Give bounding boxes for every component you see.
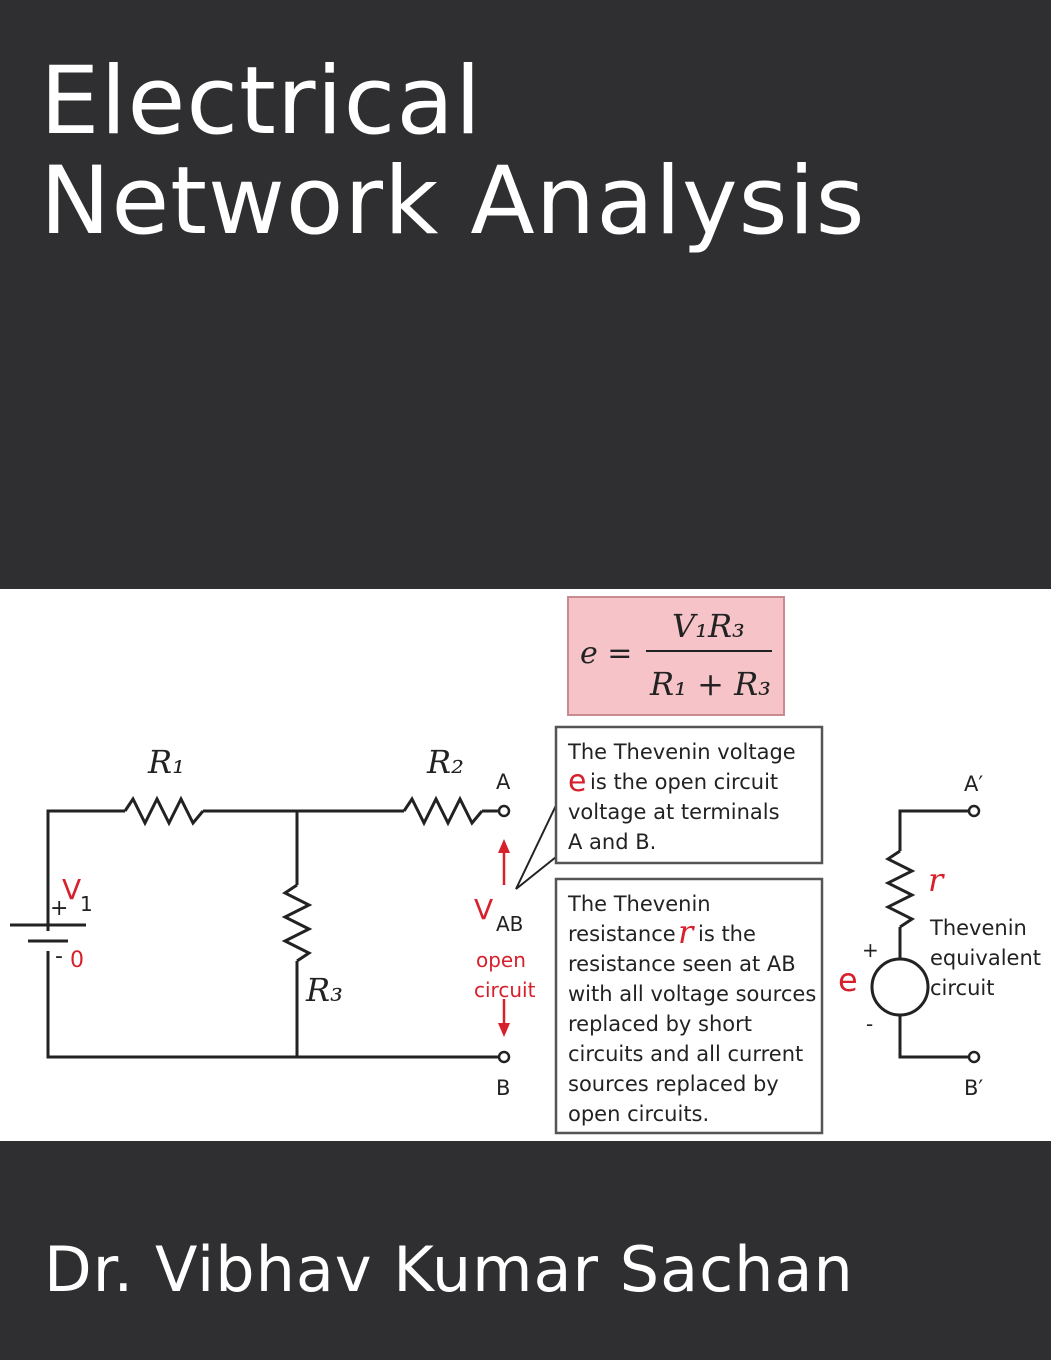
label-b-prime: B′ (964, 1076, 983, 1100)
callout-resistance-r: r (678, 913, 695, 951)
label-source-v-sub: 1 (80, 892, 93, 916)
callout-resistance-line2a: resistance (568, 922, 676, 946)
eq-resistor-r (884, 849, 916, 929)
formula-numerator: V₁R₃ (672, 607, 745, 645)
callout-resistance-line8: open circuits. (568, 1102, 709, 1126)
eq-wire-top (898, 809, 972, 851)
callout-voltage-box (554, 725, 824, 865)
title-line-2: Network Analysis (40, 147, 866, 256)
wire-left-top (46, 809, 125, 931)
label-thevenin: Thevenin (929, 916, 1027, 940)
label-source-plus: + (50, 896, 68, 921)
callout-resistance-line2b: is the (698, 922, 756, 946)
callout-resistance-line3: resistance seen at AB (568, 952, 796, 976)
label-source-zero: 0 (70, 948, 84, 973)
callout-resistance-line7: sources replaced by (568, 1072, 779, 1096)
vab-arrows (498, 839, 510, 1037)
terminal-b-node (497, 1050, 511, 1064)
label-open: open (476, 948, 526, 972)
resistor-r3 (281, 883, 313, 963)
callout-voltage-line3: voltage at terminals (568, 800, 780, 824)
formula-lhs: e = (580, 636, 632, 671)
label-source-v: V (62, 873, 81, 906)
callout-resistance-line1: The Thevenin (567, 892, 711, 916)
label-vab: V (474, 893, 493, 926)
label-r-small: r (928, 861, 945, 899)
eq-voltage-source (870, 957, 930, 1017)
main-circuit (10, 795, 500, 1059)
callout-voltage-line2: is the open circuit (590, 770, 778, 794)
terminal-b-prime-node (967, 1050, 981, 1064)
author-name: Dr. Vibhav Kumar Sachan (44, 1233, 854, 1306)
callout-voltage-line1: The Thevenin voltage (567, 740, 796, 764)
terminal-a-prime-node (967, 804, 981, 818)
label-eq-plus: + (862, 938, 879, 962)
label-eq-minus: - (866, 1012, 873, 1036)
label-equivalent: equivalent (930, 946, 1041, 970)
label-vab-sub: AB (496, 912, 523, 936)
label-r2: R₂ (426, 743, 464, 781)
label-r1: R₁ (147, 743, 185, 781)
label-r3: R₃ (305, 971, 343, 1009)
arrow-down-head (498, 1023, 510, 1037)
arrow-up-head (498, 839, 510, 853)
label-source-minus: - (55, 944, 63, 969)
resistor-r2 (402, 795, 484, 827)
thevenin-equivalent (870, 809, 972, 1059)
callout-voltage-e: e (568, 764, 586, 799)
callout-voltage-line4: A and B. (568, 830, 656, 854)
callout-resistance-line5: replaced by short (568, 1012, 752, 1036)
resistor-r1 (123, 795, 205, 827)
circuit-diagram: e = V₁R₃ R₁ + R₃ R₁ R₂ R₃ A B + V 1 - (10, 596, 1041, 1135)
wire-bottom (46, 951, 500, 1059)
book-title: Electrical Network Analysis (40, 52, 866, 252)
label-a-prime: A′ (964, 772, 983, 796)
title-line-1: Electrical (40, 47, 483, 156)
callout-resistance-line4: with all voltage sources (568, 982, 816, 1006)
label-circuit: circuit (474, 978, 536, 1002)
callout-resistance-line6: circuits and all current (568, 1042, 803, 1066)
callout-resistance-box (554, 877, 824, 1135)
label-eq-circuit: circuit (930, 976, 994, 1000)
label-terminal-b: B (496, 1076, 510, 1100)
terminal-a-node (497, 804, 511, 818)
label-terminal-a: A (496, 770, 511, 794)
formula-box (567, 596, 785, 716)
formula-denominator: R₁ + R₃ (649, 665, 771, 703)
callout-pointer (515, 796, 561, 890)
label-e-small: e (838, 961, 858, 999)
circuit-figure: e = V₁R₃ R₁ + R₃ R₁ R₂ R₃ A B + V 1 - (0, 589, 1051, 1141)
eq-wire-bottom (898, 1015, 972, 1059)
